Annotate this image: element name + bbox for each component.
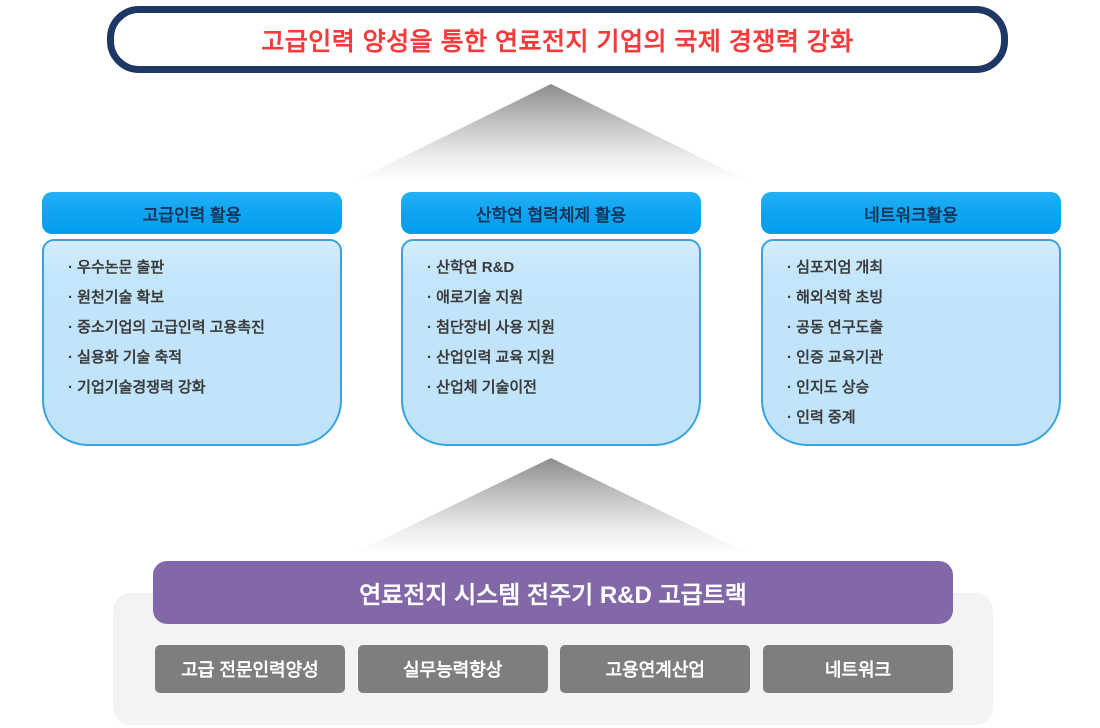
column-card-manpower: 고급인력 활용 · 우수논문 출판 · 원천기술 확보 · 중소기업의 고급인력 고… [42, 192, 342, 446]
column-header-manpower: 고급인력 활용 [42, 192, 342, 234]
track-button: 네트워크 [762, 645, 953, 693]
column-title: 고급인력 활용 [142, 205, 242, 225]
column-header-industry-academia: 산학연 협력체제 활용 [401, 192, 701, 234]
goal-banner: 고급인력 양성을 통한 연료전지 기업의 국제 경쟁력 강화 [107, 6, 1008, 73]
column-item: · 원천기술 확보 [68, 289, 165, 306]
column-item: · 실용화 기술 축적 [68, 349, 183, 366]
up-arrow-top-icon [356, 84, 746, 180]
track-banner: 연료전지 시스템 전주기 R&D 고급트랙 [153, 561, 953, 624]
column-item: · 인증 교육기관 [787, 349, 884, 366]
column-header-network: 네트워크활용 [761, 192, 1061, 234]
column-item: · 첨단장비 사용 지원 [427, 319, 555, 336]
column-item: · 우수논문 출판 [68, 259, 165, 276]
column-item: · 해외석학 초빙 [787, 289, 884, 306]
column-title: 산학연 협력체제 활용 [475, 205, 627, 225]
column-item: · 중소기업의 고급인력 고용촉진 [68, 319, 265, 336]
column-item: · 공동 연구도출 [787, 319, 884, 336]
column-title: 네트워크활용 [864, 205, 958, 225]
column-body-industry-academia: · 산학연 R&D · 애로기술 지원 · 첨단장비 사용 지원 · 산업인력 교육 … [401, 239, 701, 446]
track-banner-text: 연료전지 시스템 전주기 R&D 고급트랙 [359, 582, 747, 609]
column-item: · 심포지엄 개최 [787, 259, 884, 276]
track-button: 고용연계산업 [560, 645, 751, 693]
column-item: · 인지도 상승 [787, 379, 870, 396]
goal-banner-text: 고급인력 양성을 통한 연료전지 기업의 국제 경쟁력 강화 [261, 27, 854, 56]
column-item: · 산학연 R&D [427, 259, 515, 276]
column-item-list: · 산학연 R&D · 애로기술 지원 · 첨단장비 사용 지원 · 산업인력 교육 … [427, 253, 687, 403]
track-button: 고급 전문인력양성 [155, 645, 345, 693]
column-item: · 기업기술경쟁력 강화 [68, 379, 206, 396]
column-item: · 산업체 기술이전 [427, 379, 537, 396]
column-card-network: 네트워크활용 · 심포지엄 개최 · 해외석학 초빙 · 공동 연구도출 · 인증 교… [761, 192, 1061, 446]
column-item-list: · 우수논문 출판 · 원천기술 확보 · 중소기업의 고급인력 고용촉진 · 실용화… [68, 253, 328, 403]
column-body-manpower: · 우수논문 출판 · 원천기술 확보 · 중소기업의 고급인력 고용촉진 · 실용화… [42, 239, 342, 446]
column-card-industry-academia: 산학연 협력체제 활용 · 산학연 R&D · 애로기술 지원 · 첨단장비 사용 … [401, 192, 701, 446]
column-item: · 산업인력 교육 지원 [427, 349, 555, 366]
column-item: · 인력 중계 [787, 409, 856, 426]
track-button: 실무능력향상 [357, 645, 548, 693]
up-arrow-bottom-icon [356, 458, 746, 552]
column-body-network: · 심포지엄 개최 · 해외석학 초빙 · 공동 연구도출 · 인증 교육기관 · 인지… [761, 239, 1061, 446]
column-item-list: · 심포지엄 개최 · 해외석학 초빙 · 공동 연구도출 · 인증 교육기관 · 인지… [787, 253, 1047, 433]
column-item: · 애로기술 지원 [427, 289, 524, 306]
